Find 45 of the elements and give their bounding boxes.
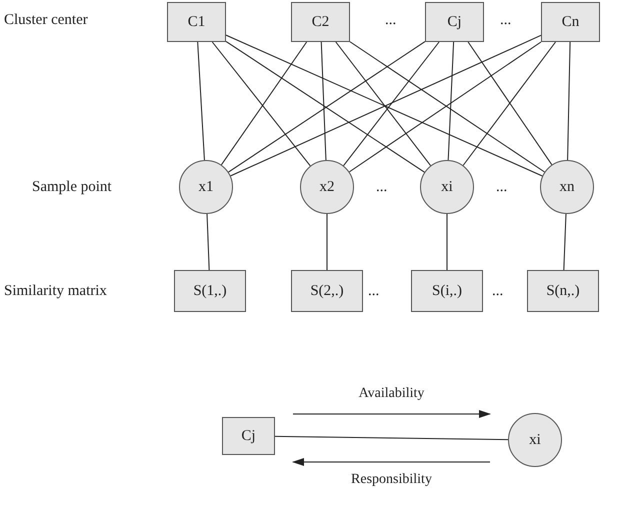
node-box [222,417,275,455]
connector-line [197,42,205,161]
connector-line [206,213,210,270]
node-box [291,270,363,312]
node-label: xn [560,178,574,197]
node-box [167,2,226,42]
row-label: ... [492,282,504,301]
node-label: C2 [312,12,330,32]
node-label: x1 [198,178,214,197]
node-label: S(1,.) [193,282,227,301]
row-label: ... [500,11,512,30]
node-box [527,270,599,312]
arrow [292,410,491,418]
node-label: x2 [320,178,334,197]
connector-line [343,42,440,166]
connector-line [320,42,326,161]
node-box [425,2,484,42]
row-label: ... [376,178,388,197]
node-label: Cn [562,12,580,32]
node-label: S(2,.) [310,282,344,301]
connector-line [567,42,571,160]
node-box [411,270,483,312]
connector-line [448,42,454,161]
node-label: C1 [188,12,206,32]
connector-line [563,213,566,270]
node-label: S(i,.) [432,282,462,301]
node-label: Cj [447,12,462,32]
connector-line [274,436,508,440]
node-box [174,270,246,312]
connector-line [446,214,448,270]
node-box [291,2,350,42]
connector-line [335,42,432,166]
node-label: xi [529,430,541,450]
row-label: ... [368,282,380,301]
node-box [541,2,600,42]
arrow [292,458,490,466]
row-label: Cluster center [4,11,88,30]
node-label: Cj [241,426,256,446]
row-label: ... [385,11,396,30]
row-label: ... [496,178,508,197]
row-label: Similarity matrix [4,282,107,301]
connector-line [326,214,328,270]
node-label: xi [441,178,453,197]
node-label: S(n,.) [546,282,580,301]
row-label: Sample point [32,178,112,197]
